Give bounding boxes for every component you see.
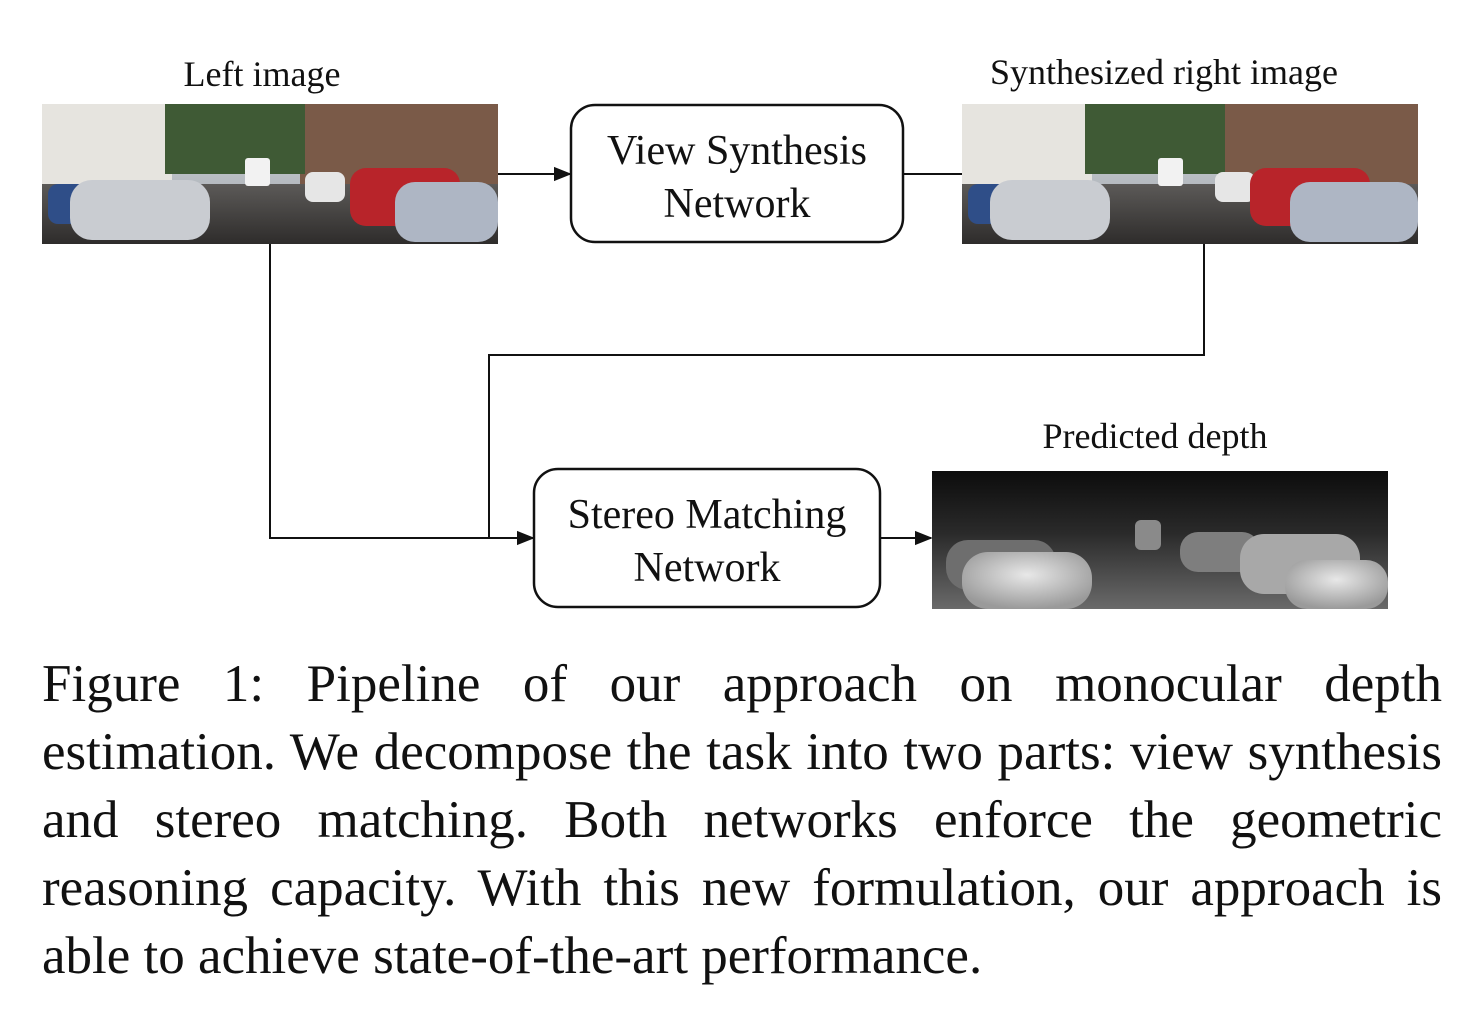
synthesized-right-image-label: Synthesized right image (990, 52, 1338, 92)
left-image (42, 104, 498, 244)
predicted-depth-label: Predicted depth (1043, 416, 1268, 456)
figure-caption: Figure 1: Pipeline of our approach on mo… (42, 655, 1442, 985)
view-synthesis-label-line2: Network (664, 181, 811, 227)
view-synthesis-label-line1: View Synthesis (607, 128, 867, 174)
stereo-matching-label-line2: Network (634, 545, 781, 591)
left-image-label: Left image (184, 54, 341, 94)
pipeline-diagram: Left image Synthesized right image Predi… (42, 52, 1418, 609)
synthesized-right-image (962, 104, 1418, 244)
connector-right-to-stereo (488, 244, 1205, 538)
predicted-depth-map (932, 471, 1388, 609)
stereo-matching-label-line1: Stereo Matching (568, 492, 847, 538)
connector-left-to-stereo (269, 244, 535, 546)
